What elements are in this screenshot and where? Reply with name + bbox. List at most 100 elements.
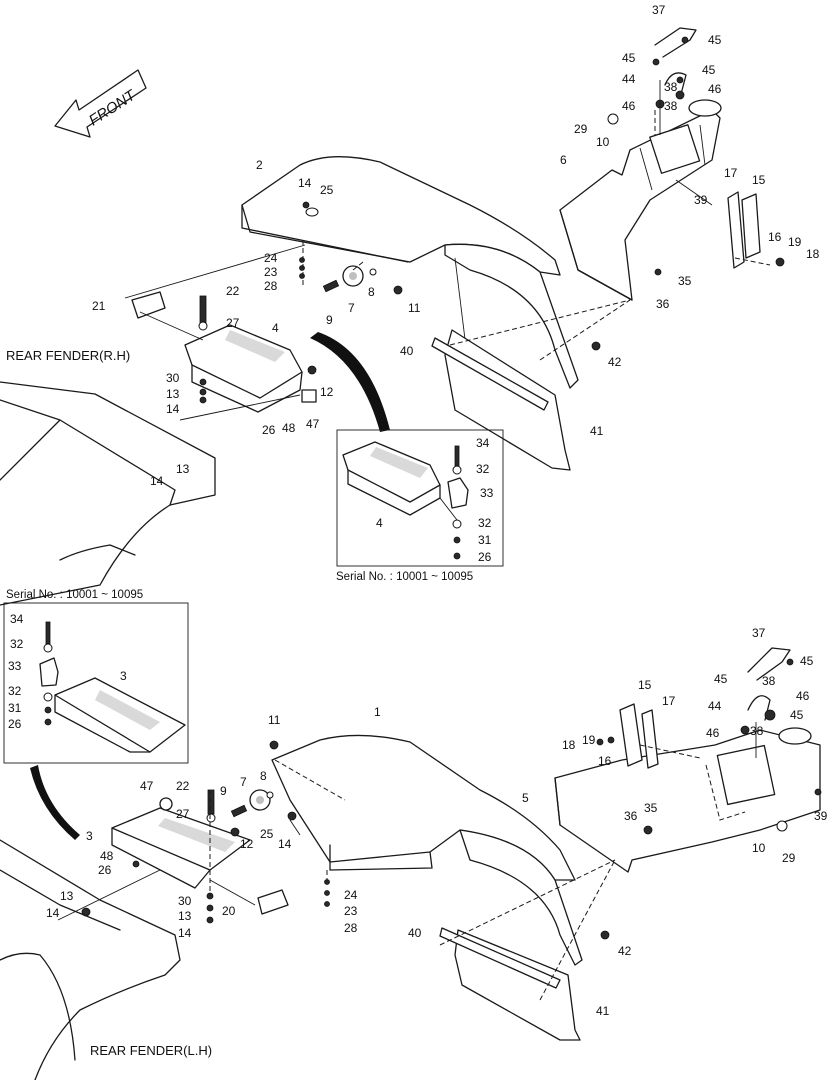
callout-bottom-30: 3 (86, 829, 93, 843)
callout-bottom-41: 23 (344, 904, 358, 918)
callout-top-43: 41 (590, 424, 604, 438)
callout-top-14: 25 (320, 183, 334, 197)
callout-top-42: 47 (306, 417, 320, 431)
callout-bottom-16: 7 (240, 775, 247, 789)
callout-top-15: 39 (694, 193, 708, 207)
front-arrow-label: FRONT (86, 86, 140, 129)
callout-top-2: 45 (708, 33, 722, 47)
callout-inset_top-0: 34 (476, 436, 490, 450)
inset-lh-caption: Serial No. : 10001 ~ 10095 (6, 589, 143, 601)
callout-inset_top-4: 32 (478, 516, 492, 530)
callout-top-30: 35 (678, 274, 692, 288)
callout-top-38: 14 (166, 402, 180, 416)
callout-top-28: 8 (368, 285, 375, 299)
rh-section-title: REAR FENDER(R.H) (6, 348, 130, 363)
callout-top-29: 11 (408, 301, 421, 315)
callout-inset_bottom-6: 26 (8, 717, 22, 731)
callout-top-20: 28 (264, 279, 278, 293)
callout-bottom-34: 13 (60, 889, 74, 903)
callout-top-31: 36 (656, 297, 670, 311)
callout-bottom-9: 15 (638, 678, 652, 692)
callout-bottom-40: 24 (344, 888, 358, 902)
callout-bottom-12: 19 (582, 733, 596, 747)
callout-bottom-3: 38 (762, 674, 776, 688)
callout-inset_bottom-5: 31 (8, 701, 22, 715)
callout-bottom-23: 14 (278, 837, 292, 851)
callout-bottom-24: 5 (522, 791, 529, 805)
callout-bottom-1: 45 (800, 654, 814, 668)
callout-top-26: 9 (326, 313, 333, 327)
callout-inset_top-6: 26 (478, 550, 492, 564)
callout-bottom-42: 28 (344, 921, 358, 935)
callout-bottom-6: 45 (790, 708, 804, 722)
callout-top-45: 14 (150, 474, 164, 488)
callout-top-36: 30 (166, 371, 180, 385)
lh-fender-assembly (57, 647, 822, 1041)
lh-section-title: REAR FENDER(L.H) (90, 1043, 212, 1058)
callout-bottom-37: 13 (178, 909, 192, 923)
callout-inset_top-1: 32 (476, 462, 490, 476)
callout-inset_top-3: 4 (376, 516, 383, 530)
front-arrow: FRONT (54, 69, 147, 138)
inset-rh-caption: Serial No. : 10001 ~ 10095 (336, 571, 473, 583)
callout-bottom-35: 14 (46, 906, 60, 920)
callout-bottom-5: 44 (708, 699, 722, 713)
inset-lh (3, 602, 189, 840)
callout-top-11: 6 (560, 153, 567, 167)
callout-bottom-44: 42 (618, 944, 632, 958)
callout-inset_bottom-1: 32 (10, 637, 24, 651)
callout-bottom-0: 37 (752, 626, 766, 640)
callout-top-0: 37 (652, 3, 666, 17)
callout-top-25: 22 (226, 284, 240, 298)
callout-bottom-13: 16 (598, 754, 612, 768)
callout-bottom-36: 30 (178, 894, 192, 908)
callout-top-33: 4 (272, 321, 279, 335)
callout-inset_bottom-2: 33 (8, 659, 22, 673)
callout-top-39: 12 (320, 385, 334, 399)
callout-bottom-38: 14 (178, 926, 192, 940)
callout-bottom-39: 20 (222, 904, 236, 918)
callout-top-1: 45 (622, 51, 636, 65)
callout-bottom-4: 46 (796, 689, 810, 703)
rh-rear-fender-body (0, 381, 216, 606)
callout-top-40: 26 (262, 423, 276, 437)
callout-bottom-19: 47 (140, 779, 154, 793)
callout-top-32: 27 (226, 316, 240, 330)
lh-rear-fender-body (0, 839, 181, 1080)
callout-top-35: 42 (608, 355, 622, 369)
callout-top-5: 45 (702, 63, 716, 77)
callout-bottom-27: 39 (814, 809, 828, 823)
callout-inset_bottom-0: 34 (10, 612, 24, 626)
callout-bottom-14: 11 (268, 713, 281, 727)
callout-top-21: 16 (768, 230, 782, 244)
callout-top-19: 23 (264, 265, 278, 279)
callout-bottom-10: 17 (662, 694, 676, 708)
callout-top-4: 38 (664, 80, 678, 94)
callout-top-34: 40 (400, 344, 414, 358)
callout-bottom-26: 35 (644, 801, 658, 815)
callout-top-23: 18 (806, 247, 820, 261)
callout-top-41: 48 (282, 421, 296, 435)
rh-fender-assembly (124, 27, 785, 471)
callout-top-10: 10 (596, 135, 610, 149)
callout-bottom-29: 29 (782, 851, 796, 865)
callout-bottom-18: 9 (220, 784, 227, 798)
callout-top-44: 13 (176, 462, 190, 476)
callout-top-24: 21 (92, 299, 106, 313)
callout-top-13: 14 (298, 176, 312, 190)
inset-rh (336, 429, 504, 567)
callout-top-22: 19 (788, 235, 802, 249)
callout-inset_top-2: 33 (480, 486, 494, 500)
callout-top-8: 38 (664, 99, 678, 113)
callout-inset_top-5: 31 (478, 533, 492, 547)
callout-top-18: 24 (264, 251, 278, 265)
callout-bottom-7: 46 (706, 726, 720, 740)
callout-top-16: 17 (724, 166, 738, 180)
callout-top-3: 44 (622, 72, 636, 86)
callout-top-7: 46 (622, 99, 636, 113)
callout-bottom-20: 22 (176, 779, 190, 793)
callout-bottom-8: 38 (750, 724, 764, 738)
callout-top-9: 29 (574, 122, 588, 136)
